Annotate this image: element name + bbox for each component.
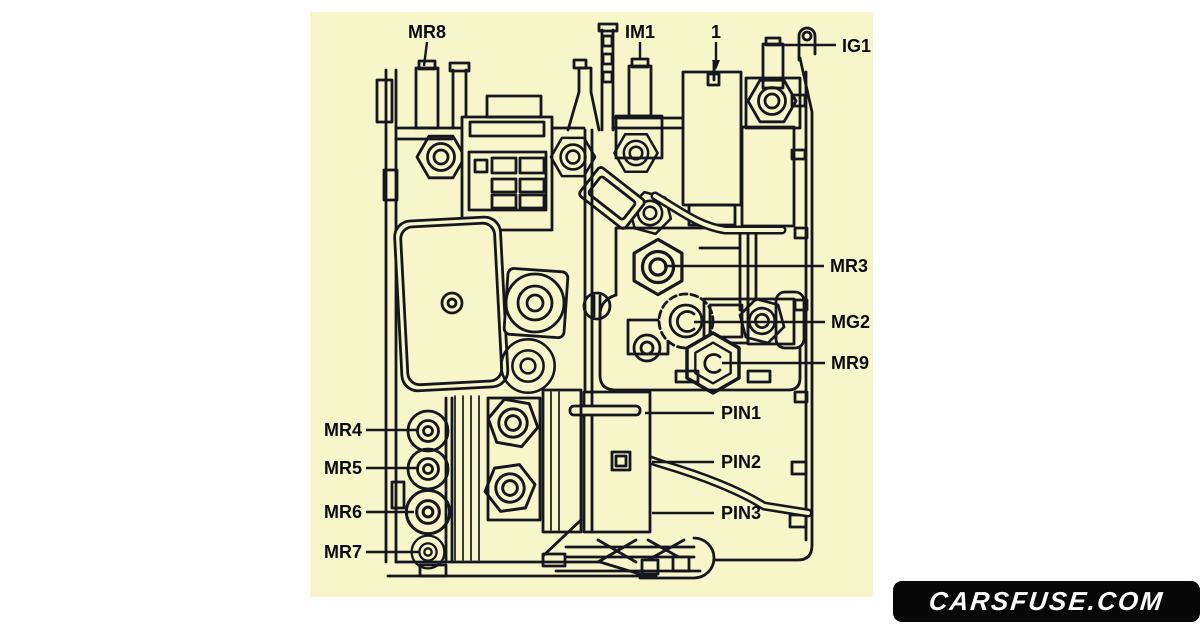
callout-label-mr7: MR7 — [324, 542, 362, 562]
housing-artwork — [375, 22, 817, 580]
stud-mr8 — [414, 59, 440, 130]
callout-label-pin3: PIN3 — [721, 503, 761, 523]
callout-label-mr4: MR4 — [324, 420, 362, 440]
callout-label-mr3: MR3 — [830, 256, 868, 276]
callout-label-mg2: MG2 — [831, 312, 870, 332]
callout-leader-lines — [366, 41, 836, 554]
callout-label-mr6: MR6 — [324, 502, 362, 522]
watermark-text: CARSFUSE.COM — [927, 586, 1166, 616]
callout-label-mr8: MR8 — [408, 22, 446, 42]
callout-label-1: 1 — [711, 22, 721, 42]
carsfuse-watermark: CARSFUSE.COM — [893, 581, 1200, 622]
callout-label-pin2: PIN2 — [721, 452, 761, 472]
cover-component — [393, 215, 510, 393]
callout-label-pin1: PIN1 — [721, 403, 761, 423]
callout-label-im1: IM1 — [625, 22, 655, 42]
callout-label-mr9: MR9 — [831, 353, 869, 373]
pin-connector-block — [568, 390, 652, 534]
callout-label-ig1: IG1 — [842, 36, 871, 56]
callout-label-mr5: MR5 — [324, 458, 362, 478]
base-sled — [554, 536, 716, 580]
relay-block — [460, 94, 554, 232]
bolt-mr9 — [685, 331, 741, 395]
component-1-box — [681, 60, 743, 227]
callout-labels: MR8 IM1 1 IG1 MR3 MG2 MR9 PIN1 PIN2 PIN3… — [324, 22, 871, 562]
